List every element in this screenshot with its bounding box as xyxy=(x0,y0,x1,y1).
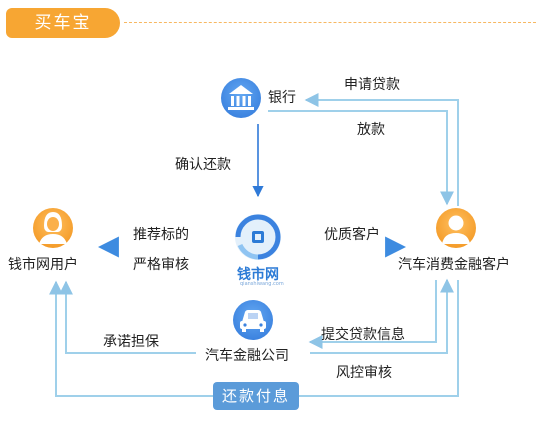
customer-avatar-icon xyxy=(436,208,476,248)
section-tag: 买车宝 xyxy=(6,8,120,38)
edge-guarantee xyxy=(59,280,196,354)
quality-customer-label: 优质客户 xyxy=(324,227,380,243)
confirm-repay-label: 确认还款 xyxy=(175,157,231,173)
recommend-label: 推荐标的 xyxy=(133,227,189,243)
bank-icon xyxy=(221,78,261,118)
submit-info-label: 提交贷款信息 xyxy=(321,327,405,343)
customer-label: 汽车消费金融客户 xyxy=(398,257,510,273)
guarantee-label: 承诺担保 xyxy=(103,334,159,350)
apply-loan-label: 申请贷款 xyxy=(344,77,400,93)
user-avatar-icon xyxy=(33,208,73,248)
disburse-label: 放款 xyxy=(357,122,385,138)
edge-risk-review xyxy=(310,278,454,354)
bank-label: 银行 xyxy=(268,90,296,106)
header-divider xyxy=(124,22,536,23)
edge-submit-info xyxy=(308,280,437,349)
risk-review-label: 风控审核 xyxy=(336,365,392,381)
repay-interest-button[interactable]: 还款付息 xyxy=(213,382,299,410)
company-label: 汽车金融公司 xyxy=(205,348,289,364)
platform-logo-subtext: qianshiwang.com xyxy=(240,281,284,287)
strict-review-label: 严格审核 xyxy=(133,257,189,273)
edge-apply-loan xyxy=(304,93,459,206)
platform-logo-label: 钱市网 xyxy=(237,267,279,283)
platform-logo-icon xyxy=(235,214,281,260)
user-label: 钱市网用户 xyxy=(8,257,78,273)
car-icon xyxy=(233,300,273,340)
edge-disburse xyxy=(268,110,454,206)
